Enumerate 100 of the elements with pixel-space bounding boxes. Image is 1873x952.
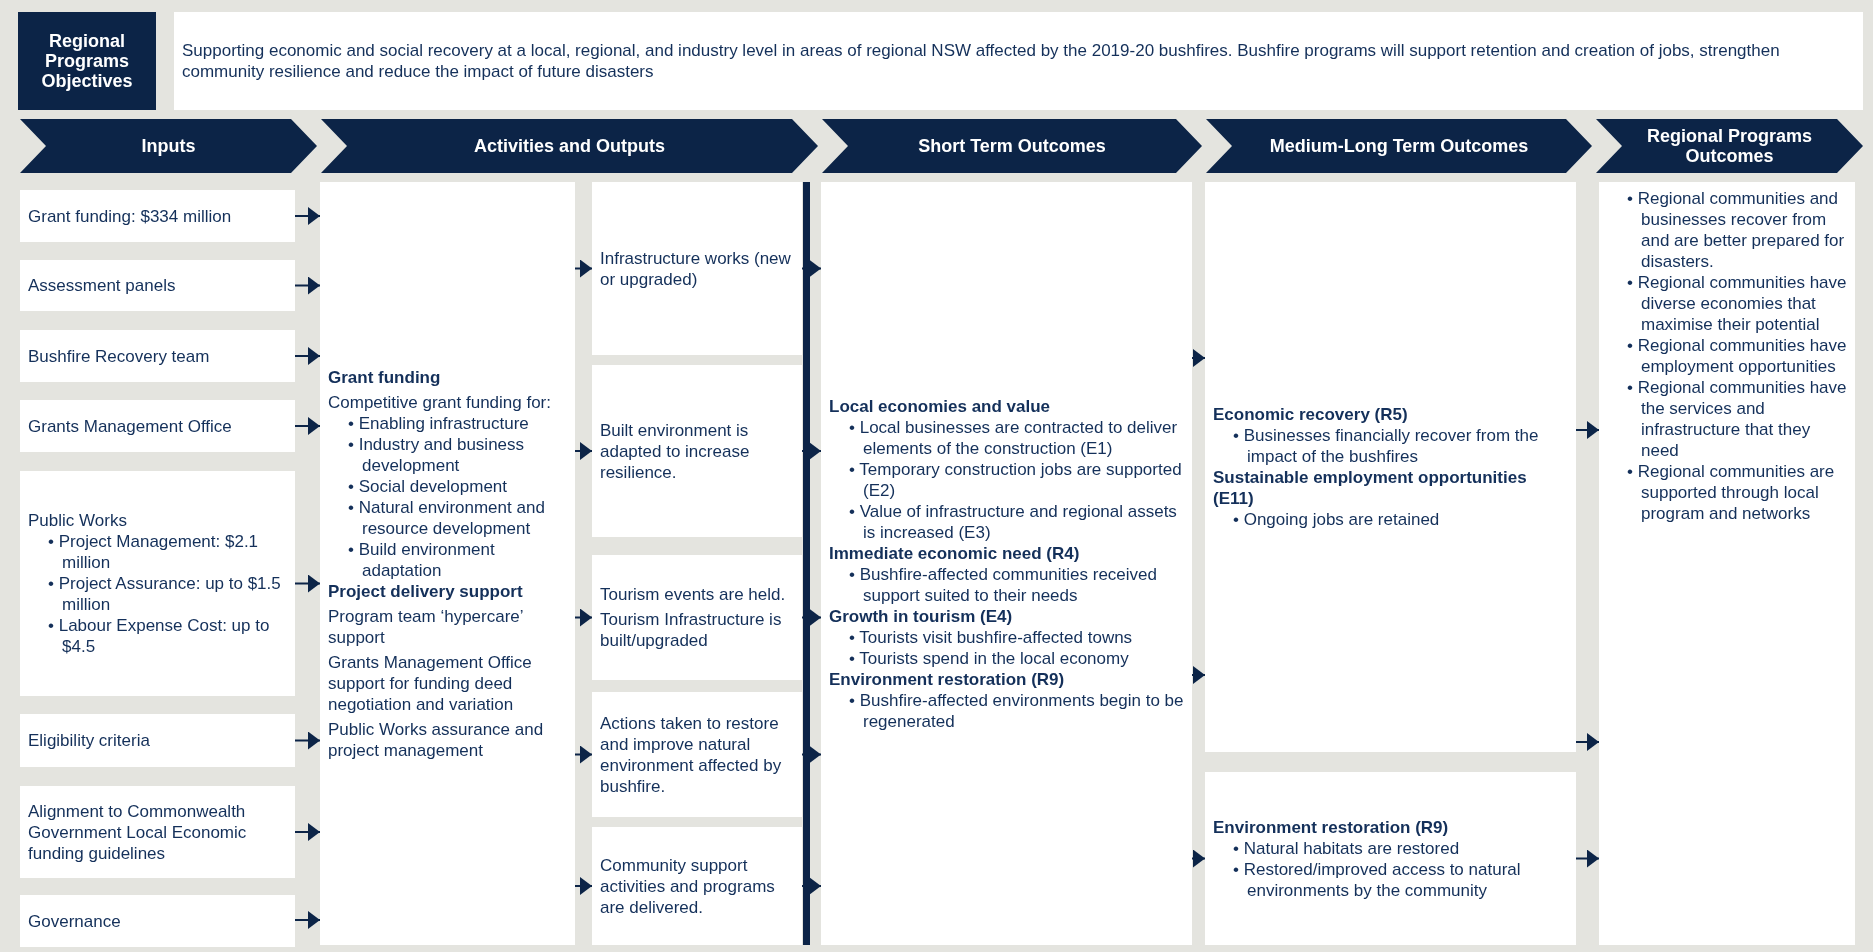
body-text: Supporting economic and social recovery at a local, regional, and industry level in areas of regional NSW affected by the 2019-20 bushfires. Bushfire programs will support retention and creation of jobs, strengthen community resilience and reduce the impact of future disasters	[182, 40, 1781, 82]
body-text: Grant funding: $334 million	[28, 205, 233, 227]
bullet-item: • Social development	[347, 475, 509, 497]
output-box	[592, 365, 802, 537]
outcome-panel	[821, 182, 1192, 945]
arrow	[1191, 849, 1206, 868]
chevron-banner	[822, 119, 1202, 173]
body-text: Program team ‘hypercare’ support	[328, 605, 524, 648]
bullet-item: • Regional communities are supported through local program and networks	[1626, 461, 1836, 524]
bullet-item: • Value of infrastructure and regional assets is increased (E3)	[848, 500, 1178, 543]
column-heading: Medium-Long Term Outcomes	[1269, 136, 1529, 156]
bullet-item: • Industry and business development	[347, 433, 526, 476]
body-text: Grants Management Office	[28, 415, 233, 437]
bullet-item: • Natural habitats are restored	[1232, 837, 1461, 859]
input-box	[20, 714, 295, 767]
input-box	[20, 786, 295, 878]
arrow	[1575, 733, 1600, 751]
chevron-banner	[1596, 119, 1863, 173]
outcome-panel	[1205, 182, 1576, 752]
input-box	[20, 400, 295, 452]
arrow	[294, 731, 321, 750]
output-box	[592, 555, 802, 680]
section-heading: Project delivery support	[328, 580, 524, 602]
arrow	[1191, 349, 1206, 367]
activities-panel	[320, 182, 575, 945]
outcome-panel	[1205, 772, 1576, 945]
arrow	[574, 877, 593, 895]
bullet-item: • Regional communities have employment opportunities	[1626, 335, 1847, 377]
section-heading: Local economies and value	[829, 395, 1052, 417]
chevron-banner	[20, 119, 317, 173]
bullet-item: • Project Assurance: up to $1.5 million	[47, 573, 282, 615]
objectives-heading: Regional Programs Objectives	[40, 31, 134, 91]
section-heading: Environment restoration (R9)	[1213, 816, 1450, 838]
column-heading: Short Term Outcomes	[918, 136, 1106, 156]
arrow	[294, 207, 321, 225]
section-heading: Sustainable employment opportunities (E11)	[1213, 467, 1528, 509]
column-heading: Inputs	[141, 136, 196, 156]
bullet-item: • Natural environment and resource development	[347, 496, 546, 539]
arrow	[801, 745, 822, 764]
section-heading: Growth in tourism (E4)	[829, 605, 1014, 627]
arrow	[801, 877, 822, 895]
bullet-item: • Build environment adaptation	[347, 538, 496, 581]
arrow	[801, 608, 822, 627]
body-text: Tourism events are held.	[600, 584, 787, 605]
body-text: Built environment is adapted to increase resilience.	[600, 419, 751, 483]
body-text: Alignment to Commonwealth Government Local Economic funding guidelines	[28, 800, 248, 864]
arrow	[574, 442, 593, 460]
arrow	[574, 608, 593, 627]
bullet-item: • Businesses financially recover from the impact of the bushfires	[1232, 425, 1540, 467]
bullet-item: • Tourists spend in the local economy	[848, 647, 1130, 669]
body-text: Eligibility criteria	[28, 730, 151, 751]
bullet-item: • Regional communities and businesses recover from and are better prepared for disasters.	[1626, 188, 1846, 272]
bullet-item: • Local businesses are contracted to deliver elements of the construction (E1)	[848, 416, 1179, 459]
bullet-item: • Bushfire-affected communities received support suited to their needs	[848, 563, 1158, 606]
bullet-item: • Temporary construction jobs are supported (E2)	[848, 458, 1183, 501]
body-text: Public Works	[28, 510, 128, 531]
body-text: Actions taken to restore and improve natural environment affected by bushfire.	[600, 712, 783, 797]
section-heading: Immediate economic need (R4)	[829, 542, 1081, 564]
column-heading: Regional Programs Outcomes	[1645, 126, 1813, 166]
arrow	[1575, 849, 1600, 868]
bullet-item: • Labour Expense Cost: up to $4.5	[47, 615, 271, 657]
arrow	[801, 259, 822, 278]
body-text: Public Works assurance and project management	[328, 718, 545, 761]
output-box	[592, 182, 802, 355]
bullet-item: • Restored/improved access to natural environments by the community	[1232, 858, 1522, 901]
objective-statement-box	[174, 12, 1863, 110]
body-text: Bushfire Recovery team	[28, 345, 211, 367]
bullet-item: • Ongoing jobs are retained	[1232, 509, 1441, 530]
input-box	[20, 330, 295, 382]
body-text: Governance	[28, 910, 122, 932]
body-text: Community support activities and programs are delivered.	[600, 854, 776, 918]
input-box	[20, 471, 295, 696]
arrow	[574, 259, 593, 278]
section-heading: Grant funding	[328, 366, 442, 388]
body-text: Assessment panels	[28, 275, 177, 296]
bullet-item: • Regional communities have the services and infrastructure that they need	[1626, 377, 1847, 461]
input-box	[20, 895, 295, 947]
input-box	[20, 260, 295, 311]
arrow	[294, 417, 321, 435]
objectives-title-box	[18, 12, 156, 110]
arrow	[1191, 666, 1206, 684]
arrow	[294, 911, 321, 929]
bullet-item: • Enabling infrastructure	[347, 412, 530, 434]
output-box	[592, 692, 802, 817]
bullet-item: • Project Management: $2.1 million	[47, 531, 260, 573]
arrow	[801, 442, 822, 460]
section-heading: Environment restoration (R9)	[829, 668, 1066, 690]
arrow	[294, 823, 321, 841]
body-text: Grants Management Office support for funding deed negotiation and variation	[328, 651, 533, 715]
column-heading: Activities and Outputs	[474, 136, 665, 156]
bullet-item: • Bushfire-affected environments begin to be regenerated	[848, 689, 1184, 732]
arrow	[1575, 421, 1600, 439]
arrow	[294, 347, 321, 365]
body-text: Tourism Infrastructure is built/upgraded	[600, 609, 783, 651]
outcome-panel	[1599, 182, 1855, 945]
body-text: Infrastructure works (new or upgraded)	[600, 247, 792, 290]
bullet-item: • Tourists visit bushfire-affected towns	[848, 626, 1134, 648]
arrow	[574, 745, 593, 764]
chevron-banner	[1206, 119, 1592, 173]
body-text: Competitive grant funding for:	[328, 391, 552, 413]
